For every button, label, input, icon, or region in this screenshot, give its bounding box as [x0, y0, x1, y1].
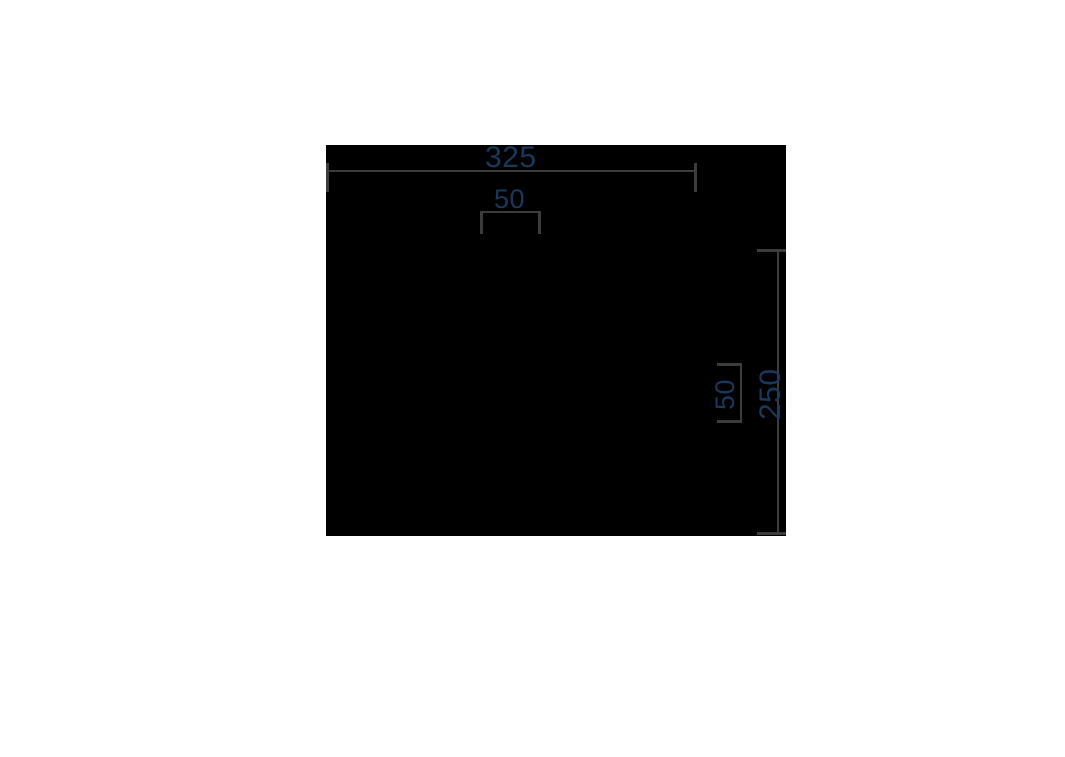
- dimension-detail-height-tick-bottom: [717, 420, 741, 423]
- dimension-detail-height-tick-top: [717, 363, 741, 366]
- dimension-detail-width-label: 50: [494, 184, 526, 214]
- dimension-detail-height-line: [740, 363, 742, 423]
- dimension-detail-width-tick-right: [538, 211, 541, 234]
- dimension-overall-width-tick-left: [326, 163, 329, 192]
- dimension-detail-height-label: 50: [710, 378, 740, 410]
- part-body-rectangle: [326, 145, 786, 536]
- dimension-overall-height-tick-bottom: [757, 532, 786, 535]
- dimension-overall-height-tick-top: [757, 249, 786, 252]
- dimension-overall-width-label: 325: [485, 141, 537, 174]
- dimension-detail-width-tick-left: [480, 211, 483, 234]
- dimension-detail-width-line: [480, 211, 541, 213]
- dimension-overall-height-line: [777, 249, 779, 535]
- dimension-overall-width-tick-right: [694, 163, 697, 192]
- dimension-overall-width-line: [326, 170, 696, 172]
- dimension-overall-height-label: 250: [754, 368, 787, 420]
